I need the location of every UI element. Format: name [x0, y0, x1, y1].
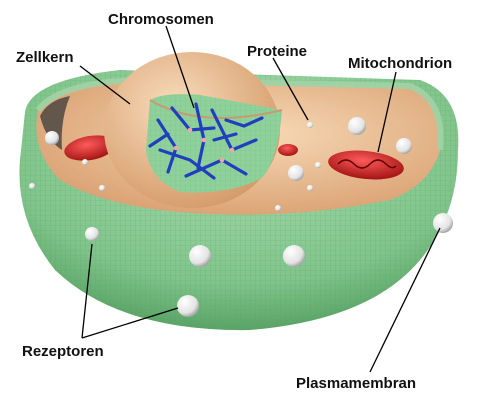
label-mitochondrion: Mitochondrion	[348, 55, 452, 72]
label-chromosomen: Chromosomen	[108, 11, 214, 28]
label-proteine: Proteine	[247, 43, 307, 60]
mitochondrion-shape-small	[278, 144, 298, 156]
label-plasmamembran: Plasmamembran	[296, 375, 416, 392]
label-zellkern: Zellkern	[16, 49, 74, 66]
label-rezeptoren: Rezeptoren	[22, 343, 104, 360]
